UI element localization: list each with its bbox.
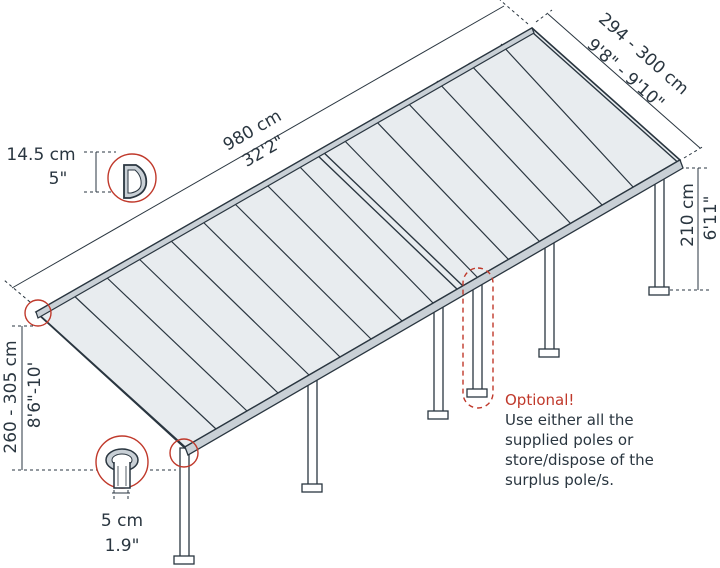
middle-post-optional — [466, 277, 488, 398]
center-rafter — [313, 148, 465, 291]
front-height-cm-label: 260 - 305 cm — [1, 340, 21, 453]
note-line: supplied poles or — [505, 431, 634, 449]
corner-post-highlight — [169, 438, 199, 468]
back-post — [538, 237, 560, 358]
wall-connector-highlight — [24, 299, 52, 327]
optional-post-highlight — [462, 267, 494, 409]
back-height-in-label: 6'11" — [701, 196, 720, 241]
optional-note: Optional! Use either all the supplied po… — [505, 391, 654, 489]
gutter-in-label: 5" — [49, 169, 68, 189]
dimension-lines — [3, 0, 710, 500]
post-cm-label: 5 cm — [101, 511, 143, 531]
gutter-profile-detail — [107, 153, 157, 203]
front-post — [301, 369, 323, 493]
roof — [34, 27, 684, 456]
roof-surface — [34, 27, 682, 448]
gutter-cm-label: 14.5 cm — [6, 145, 75, 165]
note-line: store/dispose of the — [505, 451, 654, 469]
note-title: Optional! — [505, 391, 574, 409]
roof-ribs — [69, 43, 635, 430]
note-line: Use either all the — [505, 411, 634, 429]
post-profile-detail — [95, 435, 149, 489]
front-height-in-label: 8'6"-10' — [25, 362, 45, 429]
back-post — [648, 169, 670, 296]
side-rafters — [39, 31, 683, 452]
wall-bar — [35, 27, 535, 319]
back-height-cm-label: 210 cm — [678, 183, 698, 247]
note-line: surplus pole/s. — [505, 471, 614, 489]
post-in-label: 1.9" — [105, 536, 140, 556]
highlights — [24, 267, 494, 468]
front-gutter — [184, 159, 684, 456]
middle-post — [427, 299, 449, 420]
